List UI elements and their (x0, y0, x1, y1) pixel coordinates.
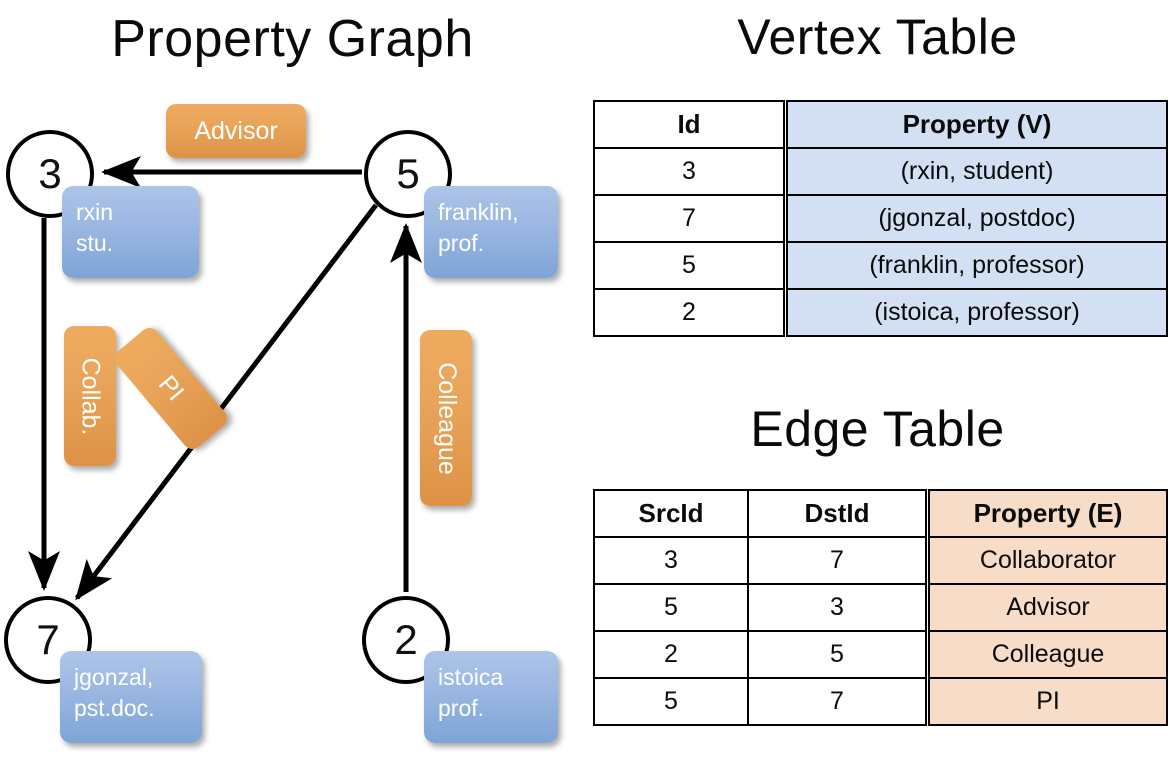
node-property-jgonzal-line2: pst.doc. (74, 695, 155, 721)
graph-node-5-label: 5 (396, 150, 420, 197)
edge-cell-property: Advisor (925, 583, 1168, 632)
vertex-cell-property: (franklin, professor) (783, 241, 1168, 290)
edge-label-advisor-text: Advisor (194, 116, 278, 145)
vertex-table-header-property: Property (V) (783, 100, 1168, 149)
edge-cell-property: Collaborator (925, 536, 1168, 585)
vertex-cell-property: (jgonzal, postdoc) (783, 194, 1168, 243)
edge-table-header-srcid: SrcId (593, 489, 749, 538)
edge-table-header-dstid: DstId (747, 489, 929, 538)
node-property-rxin-line1: rxin (76, 199, 114, 225)
vertex-table-header-id: Id (593, 100, 787, 149)
edge-label-pi-text: PI (153, 370, 190, 407)
vertex-cell-property: (istoica, professor) (783, 288, 1168, 337)
node-property-franklin-line1: franklin, (438, 199, 519, 225)
table-row: 2 5 Colleague (593, 630, 1168, 679)
edge-table-header-property: Property (E) (925, 489, 1168, 538)
node-property-box-rxin: rxin stu. (62, 186, 199, 278)
edge-cell-property: Colleague (925, 630, 1168, 679)
graph-node-2[interactable]: 2 (362, 596, 450, 684)
edge-cell-property: PI (925, 677, 1168, 726)
node-property-jgonzal-line1: jgonzal, (74, 664, 154, 690)
vertex-cell-id: 3 (593, 147, 787, 196)
edge-table: SrcId DstId Property (E) 3 7 Collaborato… (593, 489, 1168, 726)
graph-edge-lines (28, 156, 422, 601)
edge-cell-srcid: 5 (593, 677, 749, 726)
table-row: 5 7 PI (593, 677, 1168, 726)
graph-node-2-label: 2 (394, 616, 418, 663)
node-property-rxin-line2: stu. (76, 230, 114, 256)
edge-cell-srcid: 5 (593, 583, 749, 632)
node-property-box-franklin: franklin, prof. (424, 186, 558, 278)
vertex-cell-id: 7 (593, 194, 787, 243)
edge-label-box-advisor: Advisor (166, 104, 306, 158)
vertex-table-header-row: Id Property (V) (593, 100, 1168, 149)
edge-line-pi (75, 203, 378, 601)
graph-node-7-label: 7 (36, 616, 60, 663)
property-graph-panel: Property Graph 3 5 7 2 rxin stu. frankli… (4, 10, 558, 743)
node-property-franklin-line2: prof. (438, 230, 485, 256)
edge-cell-dstid: 7 (747, 536, 929, 585)
graph-node-3-label: 3 (38, 150, 62, 197)
vertex-cell-property: (rxin, student) (783, 147, 1168, 196)
table-row: 7 (jgonzal, postdoc) (593, 194, 1168, 243)
edge-label-colleague-text: Colleague (432, 361, 461, 475)
edge-label-collab-text: Collab. (76, 357, 105, 435)
edge-cell-srcid: 3 (593, 536, 749, 585)
table-row: 5 3 Advisor (593, 583, 1168, 632)
edge-table-header-row: SrcId DstId Property (E) (593, 489, 1168, 538)
edge-cell-dstid: 5 (747, 630, 929, 679)
page-title-vertex-table: Vertex Table (737, 9, 1018, 65)
edge-label-box-collab: Collab. (64, 326, 116, 466)
table-row: 3 (rxin, student) (593, 147, 1168, 196)
edge-cell-dstid: 3 (747, 583, 929, 632)
edge-cell-srcid: 2 (593, 630, 749, 679)
node-property-box-istoica: istoica prof. (424, 651, 558, 743)
node-property-istoica-line2: prof. (438, 695, 485, 721)
table-row: 2 (istoica, professor) (593, 288, 1168, 337)
graph-node-5[interactable]: 5 (364, 130, 452, 218)
node-property-box-jgonzal: jgonzal, pst.doc. (60, 651, 202, 743)
node-property-istoica-line1: istoica (438, 664, 504, 690)
page-title-edge-table: Edge Table (750, 401, 1005, 457)
vertex-table: Id Property (V) 3 (rxin, student) 7 (jgo… (593, 100, 1168, 337)
edge-cell-dstid: 7 (747, 677, 929, 726)
table-row: 5 (franklin, professor) (593, 241, 1168, 290)
vertex-cell-id: 2 (593, 288, 787, 337)
edge-label-box-colleague: Colleague (420, 330, 472, 506)
table-row: 3 7 Collaborator (593, 536, 1168, 585)
vertex-cell-id: 5 (593, 241, 787, 290)
page-title-property-graph: Property Graph (111, 10, 474, 68)
